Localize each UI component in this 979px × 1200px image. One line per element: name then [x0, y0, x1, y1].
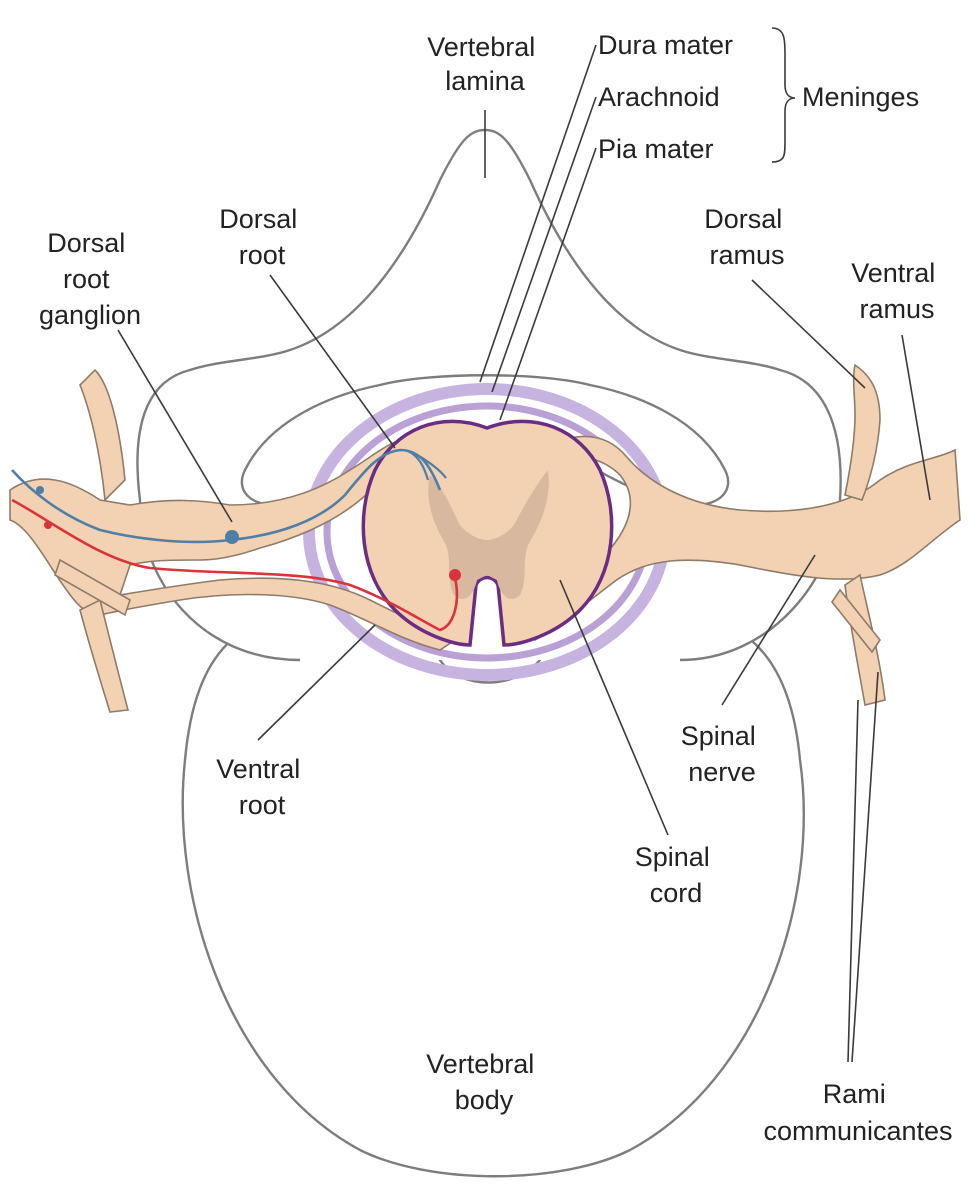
left-dorsal-ramus: [79, 368, 126, 502]
label-dorsal-root-ganglion: Dorsal root ganglion: [39, 228, 141, 330]
label-spinal-cord: Spinal cord: [635, 842, 718, 908]
label-dorsal-root: Dorsal root: [219, 204, 305, 270]
label-spinal-nerve: Spinal nerve: [681, 721, 764, 787]
left-ventral-ramus: [79, 598, 130, 713]
label-rami-communicantes: Rami communicantes: [763, 1079, 952, 1146]
leader-spinal-cord: [559, 579, 669, 836]
sensory-fiber-branch: [404, 448, 447, 481]
sensory-fiber: [11, 448, 442, 544]
leader-ventral-ramus: [901, 334, 931, 501]
leader-pia-mater: [499, 147, 597, 421]
leader-rami-1: [847, 699, 859, 1063]
motor-fiber: [11, 498, 459, 632]
left-rami-branch: [54, 558, 131, 617]
meninges-brace: [771, 27, 796, 163]
label-vertebral-lamina: Vertebral lamina: [427, 32, 543, 96]
dorsal-root-ganglion-cell: [225, 530, 239, 544]
label-ventral-ramus: Ventral ramus: [851, 258, 943, 324]
motor-end-dot: [44, 521, 52, 529]
label-dorsal-ramus: Dorsal ramus: [704, 204, 790, 270]
motor-neuron-cell: [449, 569, 461, 581]
label-dura-mater: Dura mater: [598, 30, 733, 60]
leader-dorsal-root-ganglion: [117, 329, 233, 523]
leader-rami-2: [851, 671, 879, 1063]
leader-arachnoid: [491, 96, 597, 393]
label-arachnoid: Arachnoid: [598, 82, 720, 112]
leader-dorsal-root: [269, 274, 396, 449]
leader-dorsal-ramus: [751, 279, 866, 389]
label-meninges: Meninges: [802, 82, 919, 112]
leader-spinal-nerve: [721, 554, 816, 706]
sensory-receptor-dot: [36, 486, 44, 494]
leader-dura-mater: [479, 44, 597, 383]
gray-matter: [428, 470, 549, 600]
right-rami-communicantes: [831, 588, 881, 654]
right-dorsal-ramus: [844, 363, 881, 501]
label-vertebral-body: Vertebral body: [426, 1049, 542, 1115]
label-ventral-root: Ventral root: [216, 754, 308, 820]
spinal-cord: [361, 419, 614, 647]
label-pia-mater: Pia mater: [598, 134, 714, 164]
leader-ventral-root: [257, 624, 376, 741]
